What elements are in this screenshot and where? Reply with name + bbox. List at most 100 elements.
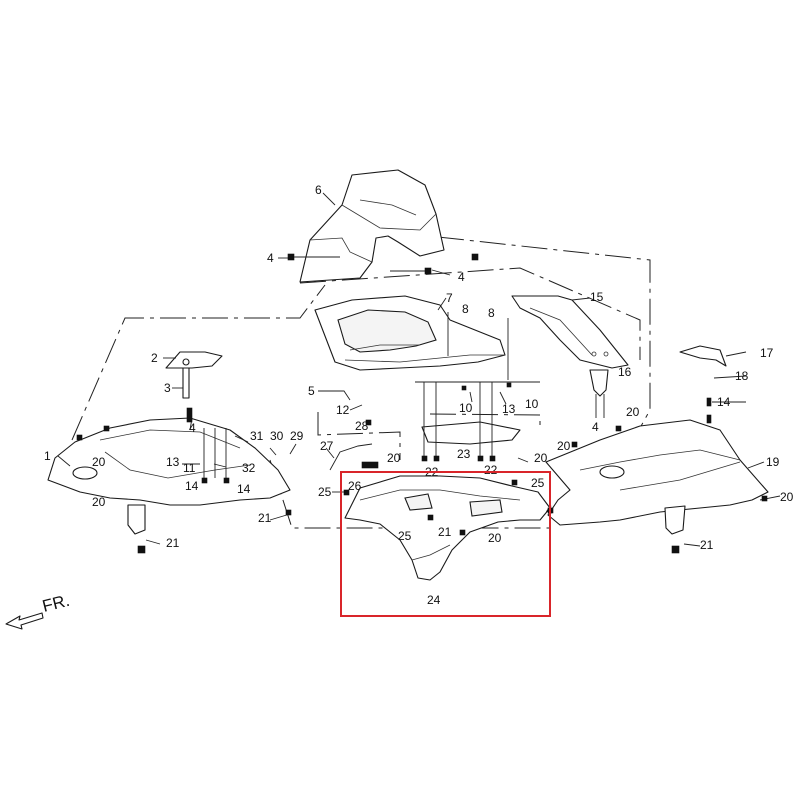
part-15-side-trim xyxy=(511,295,629,369)
callout-14-a: 14 xyxy=(185,479,199,493)
guide-line-center xyxy=(317,412,401,460)
callout-29: 29 xyxy=(290,429,304,443)
bracket-26 xyxy=(361,461,379,469)
callout-4-left: 4 xyxy=(267,251,274,265)
callout-32: 32 xyxy=(242,461,256,475)
bolt-4-rear xyxy=(706,414,712,424)
part-17-rear-mirror xyxy=(679,345,727,367)
callout-25-left: 25 xyxy=(318,485,332,499)
callout-7: 7 xyxy=(446,291,453,305)
callout-12: 12 xyxy=(336,403,350,417)
callout-26: 26 xyxy=(348,479,362,493)
callout-27: 27 xyxy=(320,439,334,453)
callout-4-right: 4 xyxy=(458,270,465,284)
callout-24: 24 xyxy=(427,593,441,607)
callout-labels: 6 4 4 8 7 15 8 2 3 17 18 16 5 12 10 13 1… xyxy=(44,183,794,607)
callout-2: 2 xyxy=(151,351,158,365)
clip-20-tray xyxy=(615,425,622,432)
screw-22-d xyxy=(489,455,496,462)
clip-14-rear xyxy=(706,397,712,407)
callout-1: 1 xyxy=(44,449,51,463)
callout-10-right: 10 xyxy=(525,397,539,411)
screw-10-right xyxy=(506,382,512,388)
bolt-4-right xyxy=(424,267,432,275)
callout-30: 30 xyxy=(270,429,284,443)
callout-31: 31 xyxy=(250,429,264,443)
callout-15: 15 xyxy=(590,290,604,304)
screw-25-center xyxy=(427,514,434,521)
guide-line-left xyxy=(71,284,326,441)
part-6-front-cover xyxy=(299,169,445,283)
clip-20-right xyxy=(571,441,578,448)
part-7-dash-panel xyxy=(314,295,506,371)
callout-20-fender: 20 xyxy=(488,531,502,545)
callout-13-left: 13 xyxy=(166,455,180,469)
front-arrow-icon xyxy=(5,612,44,630)
callout-8-top: 8 xyxy=(462,302,469,316)
callout-20-tray: 20 xyxy=(626,405,640,419)
part-16-clip xyxy=(589,351,609,397)
front-direction-indicator: FR. xyxy=(5,591,72,630)
callout-3: 3 xyxy=(164,381,171,395)
callout-22-right: 22 xyxy=(484,463,498,477)
screw-22-c xyxy=(477,455,484,462)
callout-11: 11 xyxy=(183,461,196,475)
part-2-mirror xyxy=(165,351,223,399)
screw-10-left xyxy=(461,385,467,391)
callout-21-right: 21 xyxy=(700,538,714,552)
callout-20-left-a: 20 xyxy=(92,455,106,469)
callout-6: 6 xyxy=(315,183,322,197)
part-19-right-fender xyxy=(545,419,769,535)
callout-5: 5 xyxy=(308,384,315,398)
callout-13-right: 13 xyxy=(502,402,516,416)
guide-line-mid xyxy=(299,267,641,360)
callout-14-b: 14 xyxy=(237,482,251,496)
bolt-4-top xyxy=(471,253,479,261)
callout-21-center: 21 xyxy=(438,525,452,539)
part-23-tray xyxy=(421,421,521,445)
callout-18: 18 xyxy=(735,369,749,383)
bolt-4-left xyxy=(287,253,295,261)
callout-25-center: 25 xyxy=(398,529,412,543)
clip-20-left-b xyxy=(103,425,110,432)
nut-21-center xyxy=(459,529,466,536)
cable-27 xyxy=(329,443,373,471)
highlight-box xyxy=(340,471,551,617)
callout-20-center: 20 xyxy=(387,451,401,465)
callout-20-right: 20 xyxy=(557,439,571,453)
clip-4-left xyxy=(186,407,193,423)
nut-21-right xyxy=(671,545,680,554)
callout-20-left-b: 20 xyxy=(92,495,106,509)
callout-16: 16 xyxy=(618,365,632,379)
callout-10-left: 10 xyxy=(459,401,473,415)
leader-lines xyxy=(57,192,781,547)
callout-28: 28 xyxy=(355,419,369,433)
screw-14-b xyxy=(223,477,230,484)
callout-14-rear: 14 xyxy=(717,395,731,409)
callout-23: 23 xyxy=(457,447,471,461)
clip-20-left-a xyxy=(76,434,83,441)
screw-25-left xyxy=(343,489,350,496)
part-1-left-fender xyxy=(47,417,291,535)
front-label: FR. xyxy=(40,591,71,616)
part-24-center-fender xyxy=(344,475,551,581)
screw-25-right xyxy=(511,479,518,486)
guide-line-top xyxy=(437,236,651,429)
callout-4-left-clip: 4 xyxy=(189,421,196,435)
screw-14-a xyxy=(201,477,208,484)
callout-20-front: 21 xyxy=(258,511,272,525)
clip-20-rear xyxy=(761,495,768,502)
nut-21-left xyxy=(137,545,146,554)
callout-19: 19 xyxy=(766,455,780,469)
callout-17: 17 xyxy=(760,346,774,360)
screw-22-a xyxy=(421,455,428,462)
fasteners xyxy=(76,253,768,554)
screw-22-b xyxy=(433,455,440,462)
callout-25-right: 25 xyxy=(531,476,545,490)
callout-4-center: 4 xyxy=(592,420,599,434)
callout-8-right: 8 xyxy=(488,306,495,320)
clip-28 xyxy=(365,419,372,426)
callout-20-center-right: 20 xyxy=(534,451,548,465)
